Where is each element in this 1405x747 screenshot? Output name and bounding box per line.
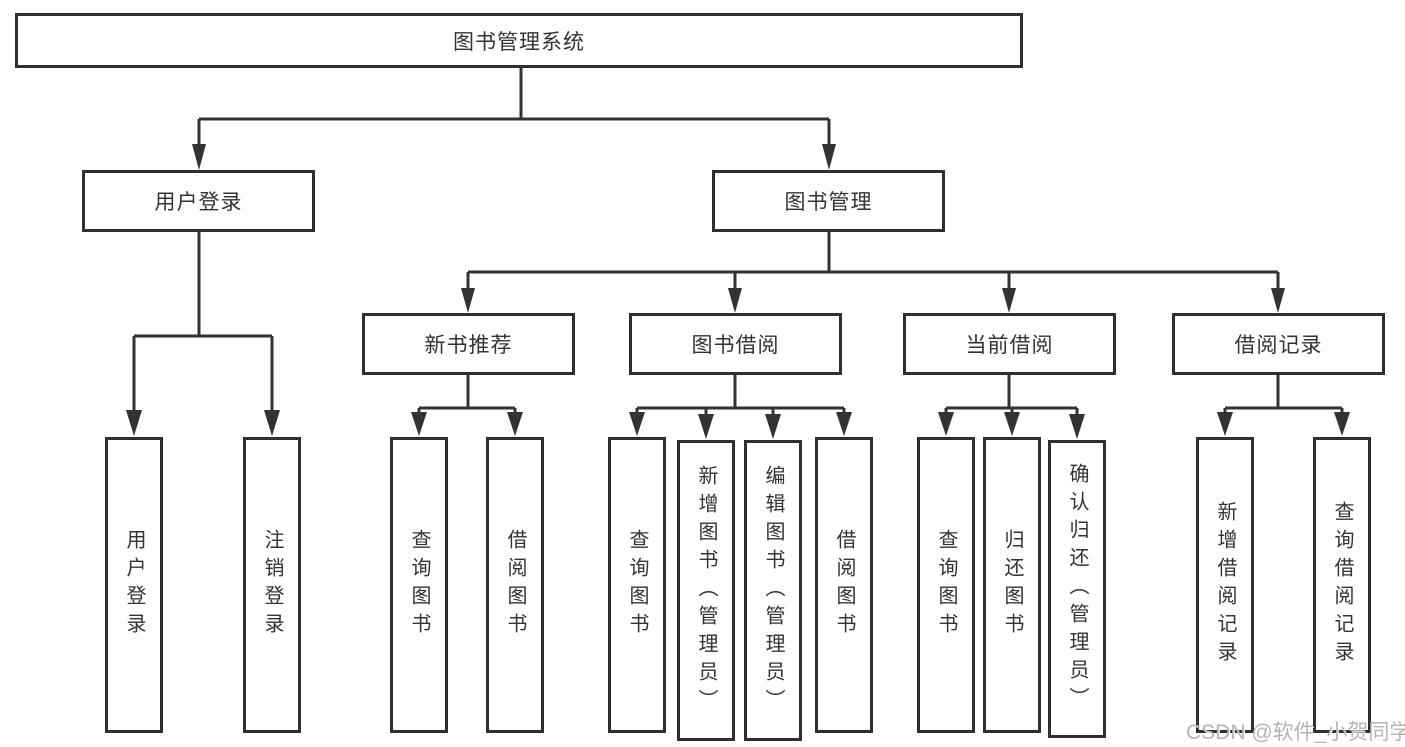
leaf-query-books-recommend: 查询图书 — [390, 437, 448, 733]
edge-user-login-to-leaves — [126, 232, 280, 436]
leaf-label: 查询图书 — [935, 529, 957, 641]
edge-root-to-level2 — [192, 68, 836, 170]
node-system-root: 图书管理系统 — [15, 13, 1023, 68]
node-user-login: 用户登录 — [82, 170, 315, 232]
leaf-label: 借阅图书 — [504, 529, 526, 641]
node-borrow-records: 借阅记录 — [1172, 313, 1385, 375]
node-current-borrow: 当前借阅 — [903, 313, 1116, 375]
leaf-confirm-return-admin: 确认归还（管理员） — [1048, 440, 1106, 738]
leaf-query-books-current: 查询图书 — [917, 437, 975, 733]
leaf-label: 注销登录 — [261, 529, 283, 641]
leaf-logout: 注销登录 — [243, 437, 301, 733]
leaf-label: 新增借阅记录 — [1214, 501, 1236, 669]
leaf-label: 借阅图书 — [833, 529, 855, 641]
leaf-label: 归还图书 — [1001, 529, 1023, 641]
leaf-add-borrow-record: 新增借阅记录 — [1196, 437, 1254, 733]
leaf-label: 查询图书 — [626, 529, 648, 641]
edge-current-borrow-to-leaves — [938, 375, 1085, 439]
edge-borrow-records-to-leaves — [1217, 375, 1350, 436]
leaf-add-books-admin: 新增图书（管理员） — [677, 440, 735, 741]
edge-new-books-to-leaves — [411, 375, 523, 436]
leaf-user-login: 用户登录 — [105, 437, 163, 733]
leaf-label: 用户登录 — [123, 529, 145, 641]
leaf-edit-books-admin: 编辑图书（管理员） — [744, 440, 802, 741]
leaf-label: 新增图书（管理员） — [695, 464, 717, 717]
csdn-watermark: CSDN @软件_小贺同学 — [1186, 721, 1405, 744]
node-book-borrow: 图书借阅 — [629, 313, 842, 375]
node-new-book-recommend: 新书推荐 — [362, 313, 575, 375]
leaf-return-books: 归还图书 — [983, 437, 1041, 733]
leaf-label: 查询图书 — [408, 529, 430, 641]
edge-book-mgmt-to-level3 — [461, 232, 1285, 313]
leaf-query-borrow-record: 查询借阅记录 — [1313, 437, 1371, 733]
leaf-label: 确认归还（管理员） — [1066, 463, 1088, 715]
leaf-query-books-borrow: 查询图书 — [608, 437, 666, 733]
leaf-borrow-books-recommend: 借阅图书 — [486, 437, 544, 733]
leaf-borrow-books: 借阅图书 — [815, 437, 873, 733]
edge-book-borrow-to-leaves — [629, 375, 852, 439]
node-book-management: 图书管理 — [712, 170, 945, 232]
leaf-label: 编辑图书（管理员） — [762, 464, 784, 717]
leaf-label: 查询借阅记录 — [1331, 501, 1353, 669]
